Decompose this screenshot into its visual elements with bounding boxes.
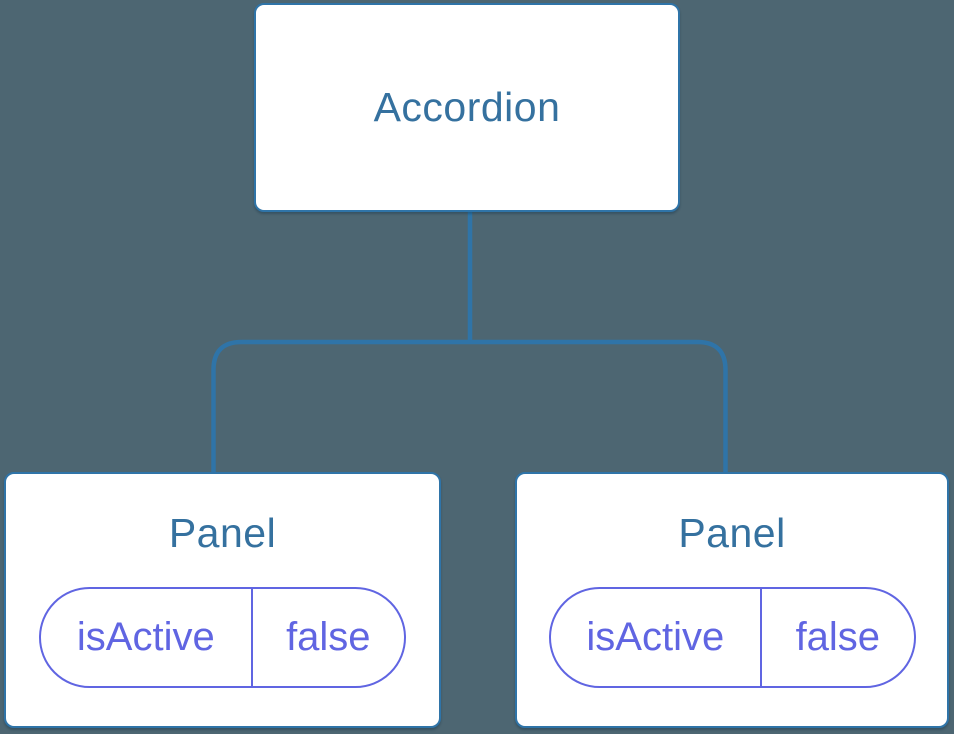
state-key: isActive xyxy=(551,588,763,686)
state-pill: isActive false xyxy=(548,586,916,688)
state-pill: isActive false xyxy=(39,586,406,688)
component-node-panel-1: Panel isActive false xyxy=(4,472,441,728)
connector-branches xyxy=(211,339,728,472)
component-label: Panel xyxy=(168,509,277,556)
state-value: false xyxy=(286,615,371,659)
state-key: isActive xyxy=(41,588,253,686)
state-value: false xyxy=(795,615,881,659)
component-label: Accordion xyxy=(373,84,561,130)
component-label: Panel xyxy=(678,509,786,556)
component-node-accordion: Accordion xyxy=(254,3,680,212)
component-node-panel-2: Panel isActive false xyxy=(515,472,949,728)
